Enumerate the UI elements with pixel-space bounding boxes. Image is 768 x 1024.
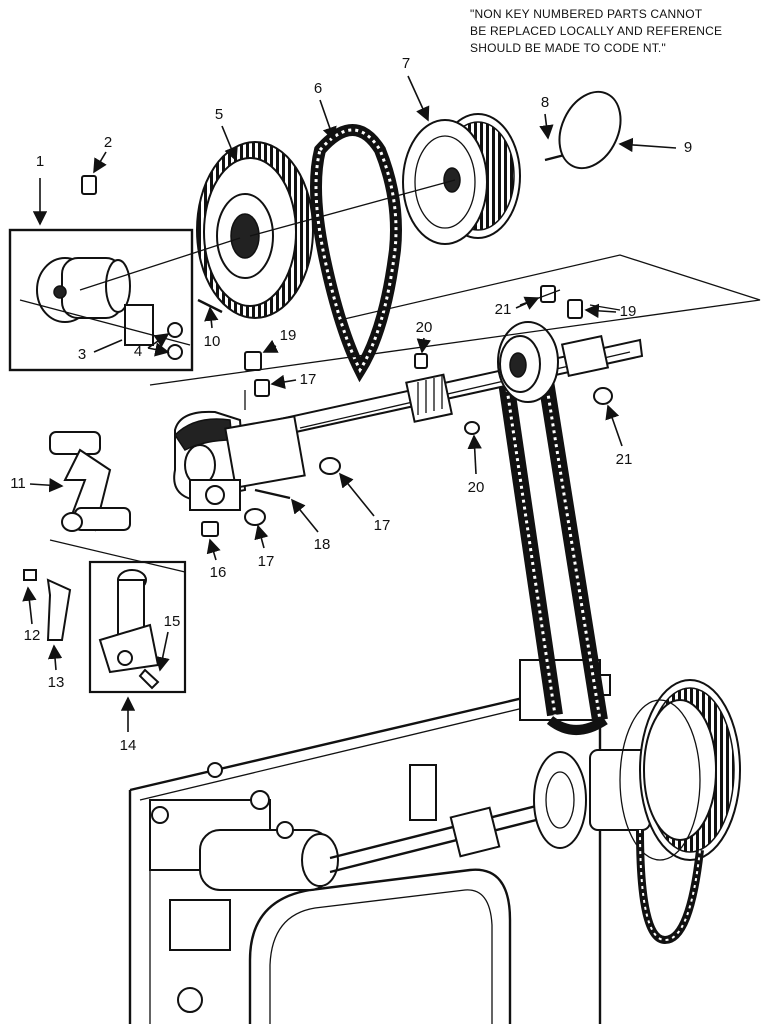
callout-leader-18 — [290, 498, 319, 533]
callout-leader-21a — [515, 296, 540, 310]
callout-5: 5 — [215, 106, 223, 123]
callout-leader-7 — [407, 75, 430, 122]
callout-19a: 19 — [280, 327, 297, 344]
callout-leader-19a — [262, 339, 279, 353]
callout-14: 14 — [120, 737, 137, 754]
callout-leader-20a — [416, 337, 431, 354]
callout-leader-4b — [147, 342, 170, 357]
callout-21a: 21 — [495, 301, 512, 318]
callout-leader-20b — [467, 434, 482, 475]
callout-leader-4a — [147, 333, 170, 349]
callout-leader-15 — [155, 631, 170, 672]
set-screws — [81, 175, 613, 537]
callout-labels: 1 2 3 4 5 6 7 8 9 10 11 12 13 14 15 16 — [10, 55, 692, 754]
callout-4: 4 — [134, 343, 142, 360]
callout-15: 15 — [164, 613, 181, 630]
parts-note-line-1: "NON KEY NUMBERED PARTS CANNOT — [470, 7, 703, 21]
pulley-7 — [249, 113, 521, 245]
callout-leader-9 — [618, 137, 677, 153]
gear-pulley-5 — [79, 141, 314, 319]
callout-leader-11 — [29, 478, 64, 493]
callout-20b: 20 — [468, 479, 485, 496]
callout-leader-16 — [206, 538, 221, 561]
callout-12: 12 — [24, 627, 41, 644]
callout-leader-2 — [93, 151, 107, 174]
callout-leader-5 — [221, 125, 238, 162]
callout-6: 6 — [314, 80, 322, 97]
callout-leader-13 — [47, 644, 63, 671]
callout-leader-17a — [270, 374, 297, 389]
callout-18: 18 — [314, 536, 331, 553]
callout-10: 10 — [204, 333, 221, 350]
parts-note: "NON KEY NUMBERED PARTS CANNOT BE REPLAC… — [470, 6, 760, 57]
callout-leader-17b — [254, 524, 269, 549]
callout-19b: 19 — [620, 303, 637, 320]
callout-7: 7 — [402, 55, 410, 72]
callout-2: 2 — [104, 134, 112, 151]
callout-11: 11 — [10, 475, 26, 492]
callout-leader-19b — [584, 303, 617, 319]
arm-shaft — [228, 321, 644, 448]
callout-leader-21b — [605, 404, 623, 447]
callout-17a: 17 — [300, 371, 317, 388]
callout-1: 1 — [36, 153, 44, 170]
callout-3: 3 — [78, 346, 86, 363]
callout-leader-8 — [539, 113, 554, 140]
crank-assembly — [173, 410, 306, 511]
washer-9 — [558, 90, 622, 170]
link-assembly-14 — [88, 560, 187, 694]
bracket-assembly-1 — [8, 228, 194, 372]
callout-20a: 20 — [416, 319, 433, 336]
callout-21b: 21 — [616, 451, 633, 468]
callout-17c: 17 — [374, 517, 391, 534]
machine-body — [128, 659, 741, 1024]
callout-leader-3 — [93, 339, 123, 353]
callout-leader-10 — [204, 306, 219, 329]
parts-note-line-2: BE REPLACED LOCALLY AND REFERENCE — [470, 24, 723, 38]
callout-17b: 17 — [258, 553, 275, 570]
callout-8: 8 — [541, 94, 549, 111]
lever-13 — [23, 569, 72, 641]
callout-13: 13 — [48, 674, 65, 691]
callout-16: 16 — [210, 564, 227, 581]
timing-belt-6 — [310, 124, 402, 383]
parts-note-line-3: SHOULD BE MADE TO CODE NT." — [470, 41, 666, 55]
callout-leader-6 — [319, 99, 337, 142]
callout-leader-17c — [338, 472, 375, 517]
callout-9: 9 — [684, 139, 692, 156]
callout-leader-12 — [22, 586, 37, 625]
feed-link-11 — [49, 431, 186, 573]
vertical-timing-belt — [497, 373, 608, 735]
